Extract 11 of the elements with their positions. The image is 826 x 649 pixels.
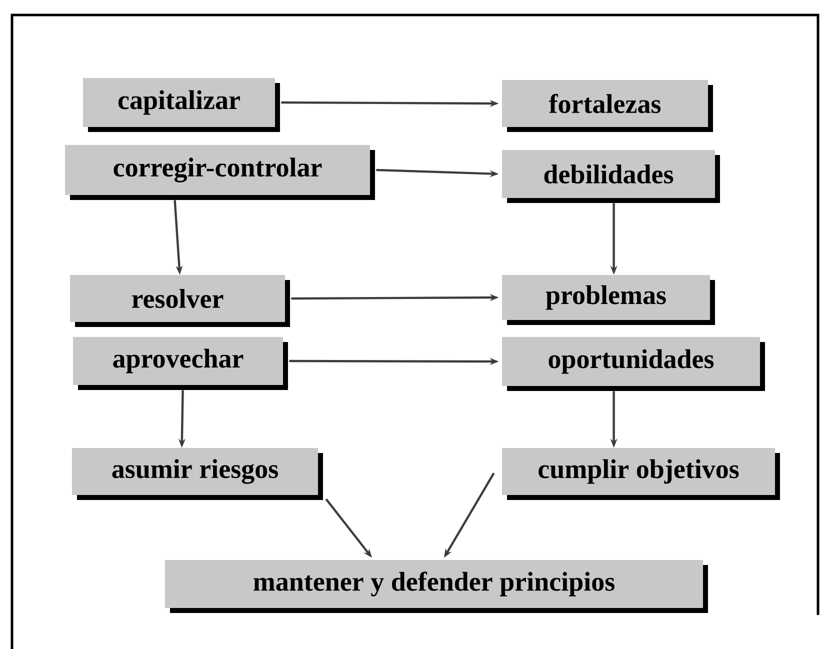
- process-box: resolver: [70, 275, 290, 327]
- process-box: aprovechar: [73, 337, 288, 390]
- process-box: capitalizar: [83, 78, 280, 132]
- process-box: fortalezas: [502, 80, 713, 132]
- process-box: corregir-controlar: [65, 145, 375, 200]
- process-box: problemas: [502, 275, 715, 325]
- process-box: debilidades: [502, 150, 720, 203]
- process-box: oportunidades: [502, 337, 765, 391]
- process-box: cumplir objetivos: [502, 448, 780, 500]
- process-box: asumir riesgos: [72, 448, 323, 500]
- process-box: mantener y defender principios: [165, 560, 708, 613]
